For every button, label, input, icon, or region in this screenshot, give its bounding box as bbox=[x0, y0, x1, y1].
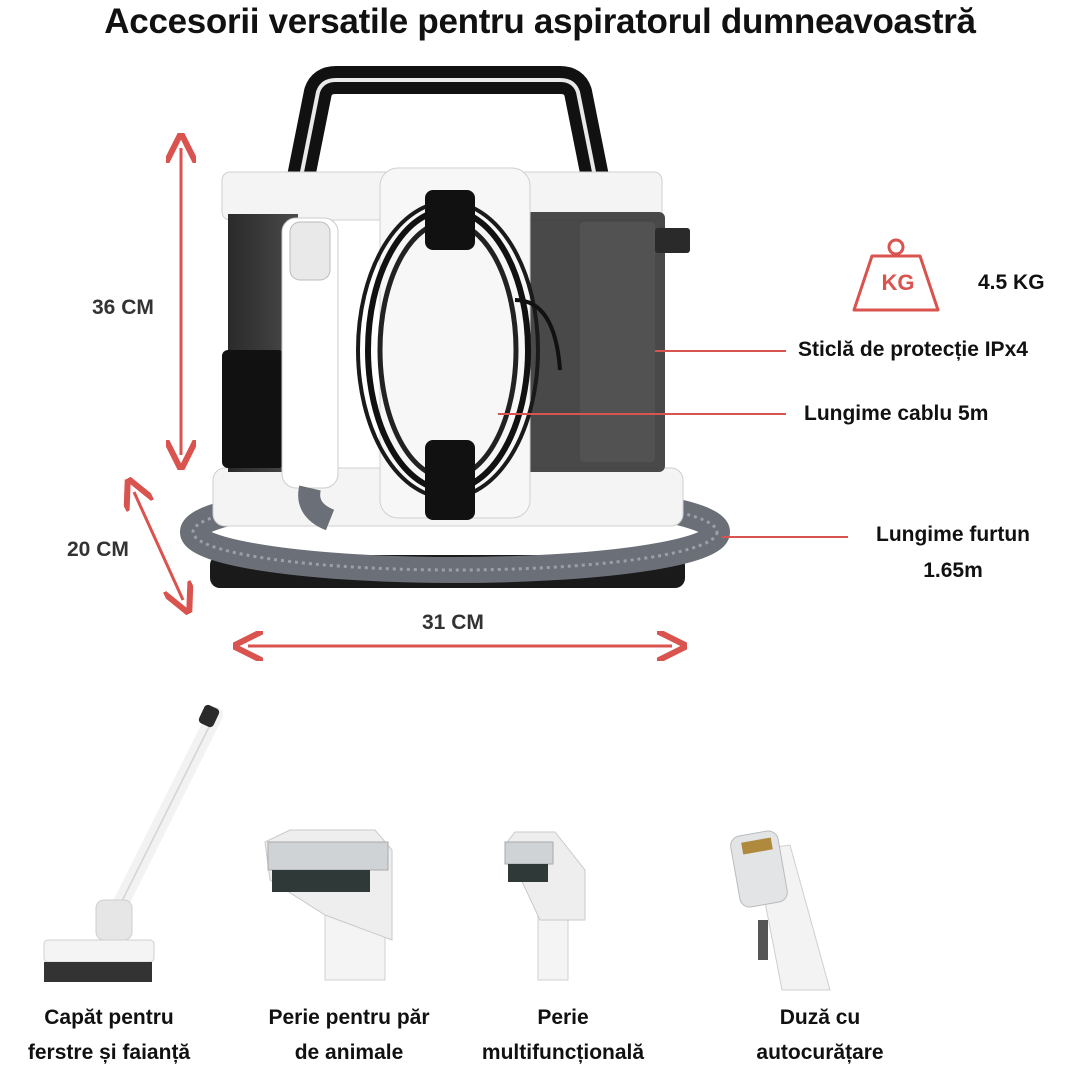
page-title: Accesorii versatile pentru aspiratorul d… bbox=[104, 2, 976, 41]
accessory-caption-multi-brush: Perie multifuncțională bbox=[481, 1006, 645, 1064]
weight-value: 4.5 KG bbox=[978, 271, 1045, 294]
hose-spec-line2: 1.65m bbox=[923, 559, 983, 582]
glass-spec: Sticlă de protecție IPx4 bbox=[798, 338, 1028, 361]
weight-icon-label: KG bbox=[881, 270, 915, 295]
vacuum-cleaner-icon bbox=[180, 66, 730, 588]
depth-dimension-label: 20 CM bbox=[67, 538, 129, 561]
self-cleaning-nozzle-icon bbox=[730, 830, 831, 991]
multi-brush-icon bbox=[504, 831, 586, 981]
window-nozzle-icon bbox=[43, 704, 223, 982]
width-dimension-label: 31 CM bbox=[422, 611, 484, 634]
accessory-caption-self-cleaning: Duză cu autocurățare bbox=[756, 1006, 884, 1064]
depth-arrow bbox=[134, 492, 183, 600]
accessory-caption-window: Capăt pentru ferstre și faianță bbox=[27, 1006, 191, 1064]
accessory-caption-pet-brush: Perie pentru păr de animale bbox=[268, 1006, 430, 1064]
pet-hair-brush-icon bbox=[264, 829, 393, 981]
cable-spec: Lungime cablu 5m bbox=[804, 402, 989, 425]
hose-spec-line1: Lungime furtun bbox=[876, 523, 1030, 546]
height-dimension-label: 36 CM bbox=[92, 296, 154, 319]
weight-icon bbox=[852, 238, 940, 312]
